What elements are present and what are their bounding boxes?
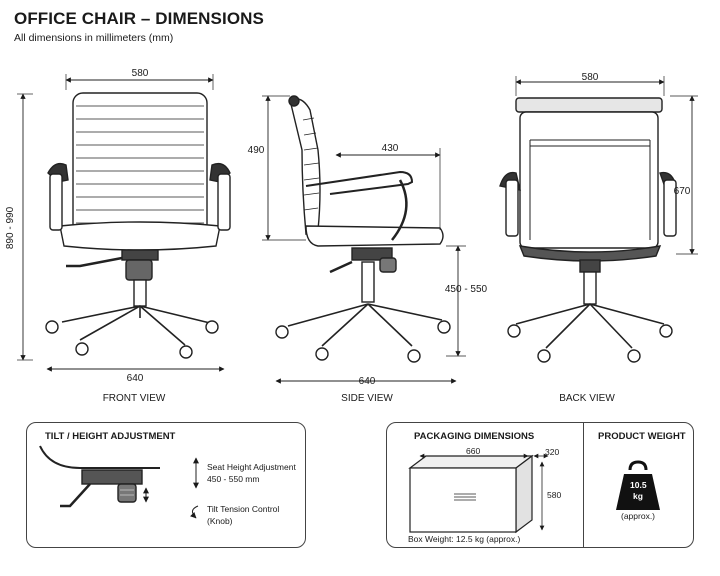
box-weight-label: Box Weight: 12.5 kg (approx.)	[408, 534, 521, 544]
back-view-label: BACK VIEW	[559, 393, 615, 404]
front-view-chair	[45, 92, 231, 359]
back-width-label: 580	[582, 72, 599, 83]
tilt-tension-sub: (Knob)	[207, 516, 233, 526]
seat-height-adjust-label: Seat Height Adjustment	[207, 462, 296, 472]
box-height-label: 580	[547, 490, 562, 500]
tilt-mechanism-drawing	[39, 445, 160, 508]
weight-approx: (approx.)	[621, 511, 656, 521]
back-height-label: 670	[674, 186, 691, 197]
weight-value: 10.5	[630, 480, 647, 490]
side-seat-height-label: 450 - 550	[445, 284, 488, 295]
seat-height-adjust-value: 450 - 550 mm	[207, 474, 260, 484]
tilt-panel	[26, 422, 306, 548]
weight-icon	[616, 460, 660, 510]
side-back-height-label: 490	[248, 145, 265, 156]
side-base-label: 640	[359, 376, 376, 387]
weight-panel-title: PRODUCT WEIGHT	[598, 431, 686, 442]
tilt-tension-label: Tilt Tension Control	[207, 504, 280, 514]
front-width-label: 580	[132, 68, 149, 79]
front-base-label: 640	[127, 373, 144, 384]
panel-divider	[583, 422, 584, 548]
side-seat-depth-label: 430	[382, 143, 399, 154]
side-view-chair	[275, 95, 451, 363]
front-height-label: 890 - 990	[5, 206, 16, 249]
package-box-drawing	[408, 454, 534, 534]
packaging-panel	[386, 422, 694, 548]
back-view-chair	[499, 97, 677, 363]
box-width-label: 320	[545, 447, 560, 457]
weight-unit: kg	[633, 491, 643, 501]
tilt-panel-title: TILT / HEIGHT ADJUSTMENT	[45, 431, 176, 442]
page-subtitle: All dimensions in millimeters (mm)	[14, 32, 174, 44]
front-view-label: FRONT VIEW	[103, 393, 166, 404]
side-view-label: SIDE VIEW	[341, 393, 393, 404]
packaging-panel-title: PACKAGING DIMENSIONS	[414, 431, 535, 442]
page-title: OFFICE CHAIR – DIMENSIONS	[14, 9, 264, 28]
box-length-label: 660	[466, 446, 481, 456]
